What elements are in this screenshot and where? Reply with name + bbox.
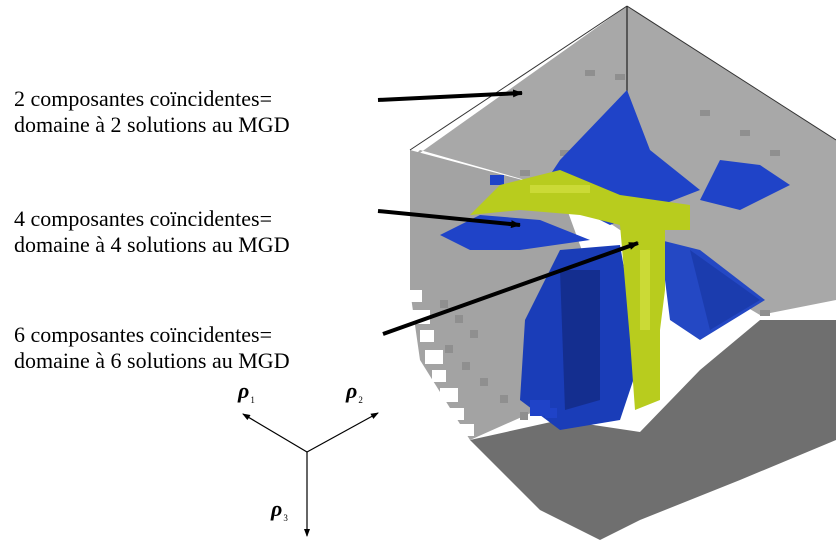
annotation-4-line1: 4 composantes coïncidentes= xyxy=(14,206,273,231)
axis-label-rho2: ρ2 xyxy=(346,378,363,405)
cube-outline-right xyxy=(626,5,836,141)
arrow-6-solutions xyxy=(382,241,639,336)
axes-triad xyxy=(242,412,379,537)
annotation-4-solutions: 4 composantes coïncidentes= domaine à 4 … xyxy=(14,206,290,258)
axis-rho3-symbol: ρ xyxy=(271,496,283,521)
axis-label-rho3: ρ3 xyxy=(271,496,288,523)
axis-rho1-index: 1 xyxy=(250,395,255,406)
axis-rho2-symbol: ρ xyxy=(346,378,358,403)
annotation-6-line2: domaine à 6 solutions au MGD xyxy=(14,348,290,373)
axis-rho3-index: 3 xyxy=(283,513,288,524)
annotation-2-line2: domaine à 2 solutions au MGD xyxy=(14,112,290,137)
annotation-4-line2: domaine à 4 solutions au MGD xyxy=(14,232,290,257)
cube-bottom-face xyxy=(470,320,836,540)
annotation-6-solutions: 6 composantes coïncidentes= domaine à 6 … xyxy=(14,322,290,374)
annotation-2-line1: 2 composantes coïncidentes= xyxy=(14,86,273,111)
axis-rho2-index: 2 xyxy=(358,395,363,406)
cube-outline-top xyxy=(409,5,628,151)
arrow-4-solutions xyxy=(377,209,521,229)
annotation-2-solutions: 2 composantes coïncidentes= domaine à 2 … xyxy=(14,86,290,138)
yellow-highlight xyxy=(530,185,650,330)
annotation-6-line1: 6 composantes coïncidentes= xyxy=(14,322,273,347)
axis-rho1-symbol: ρ xyxy=(238,378,250,403)
axis-label-rho1: ρ1 xyxy=(238,378,255,405)
arrow-2-solutions xyxy=(377,89,523,102)
